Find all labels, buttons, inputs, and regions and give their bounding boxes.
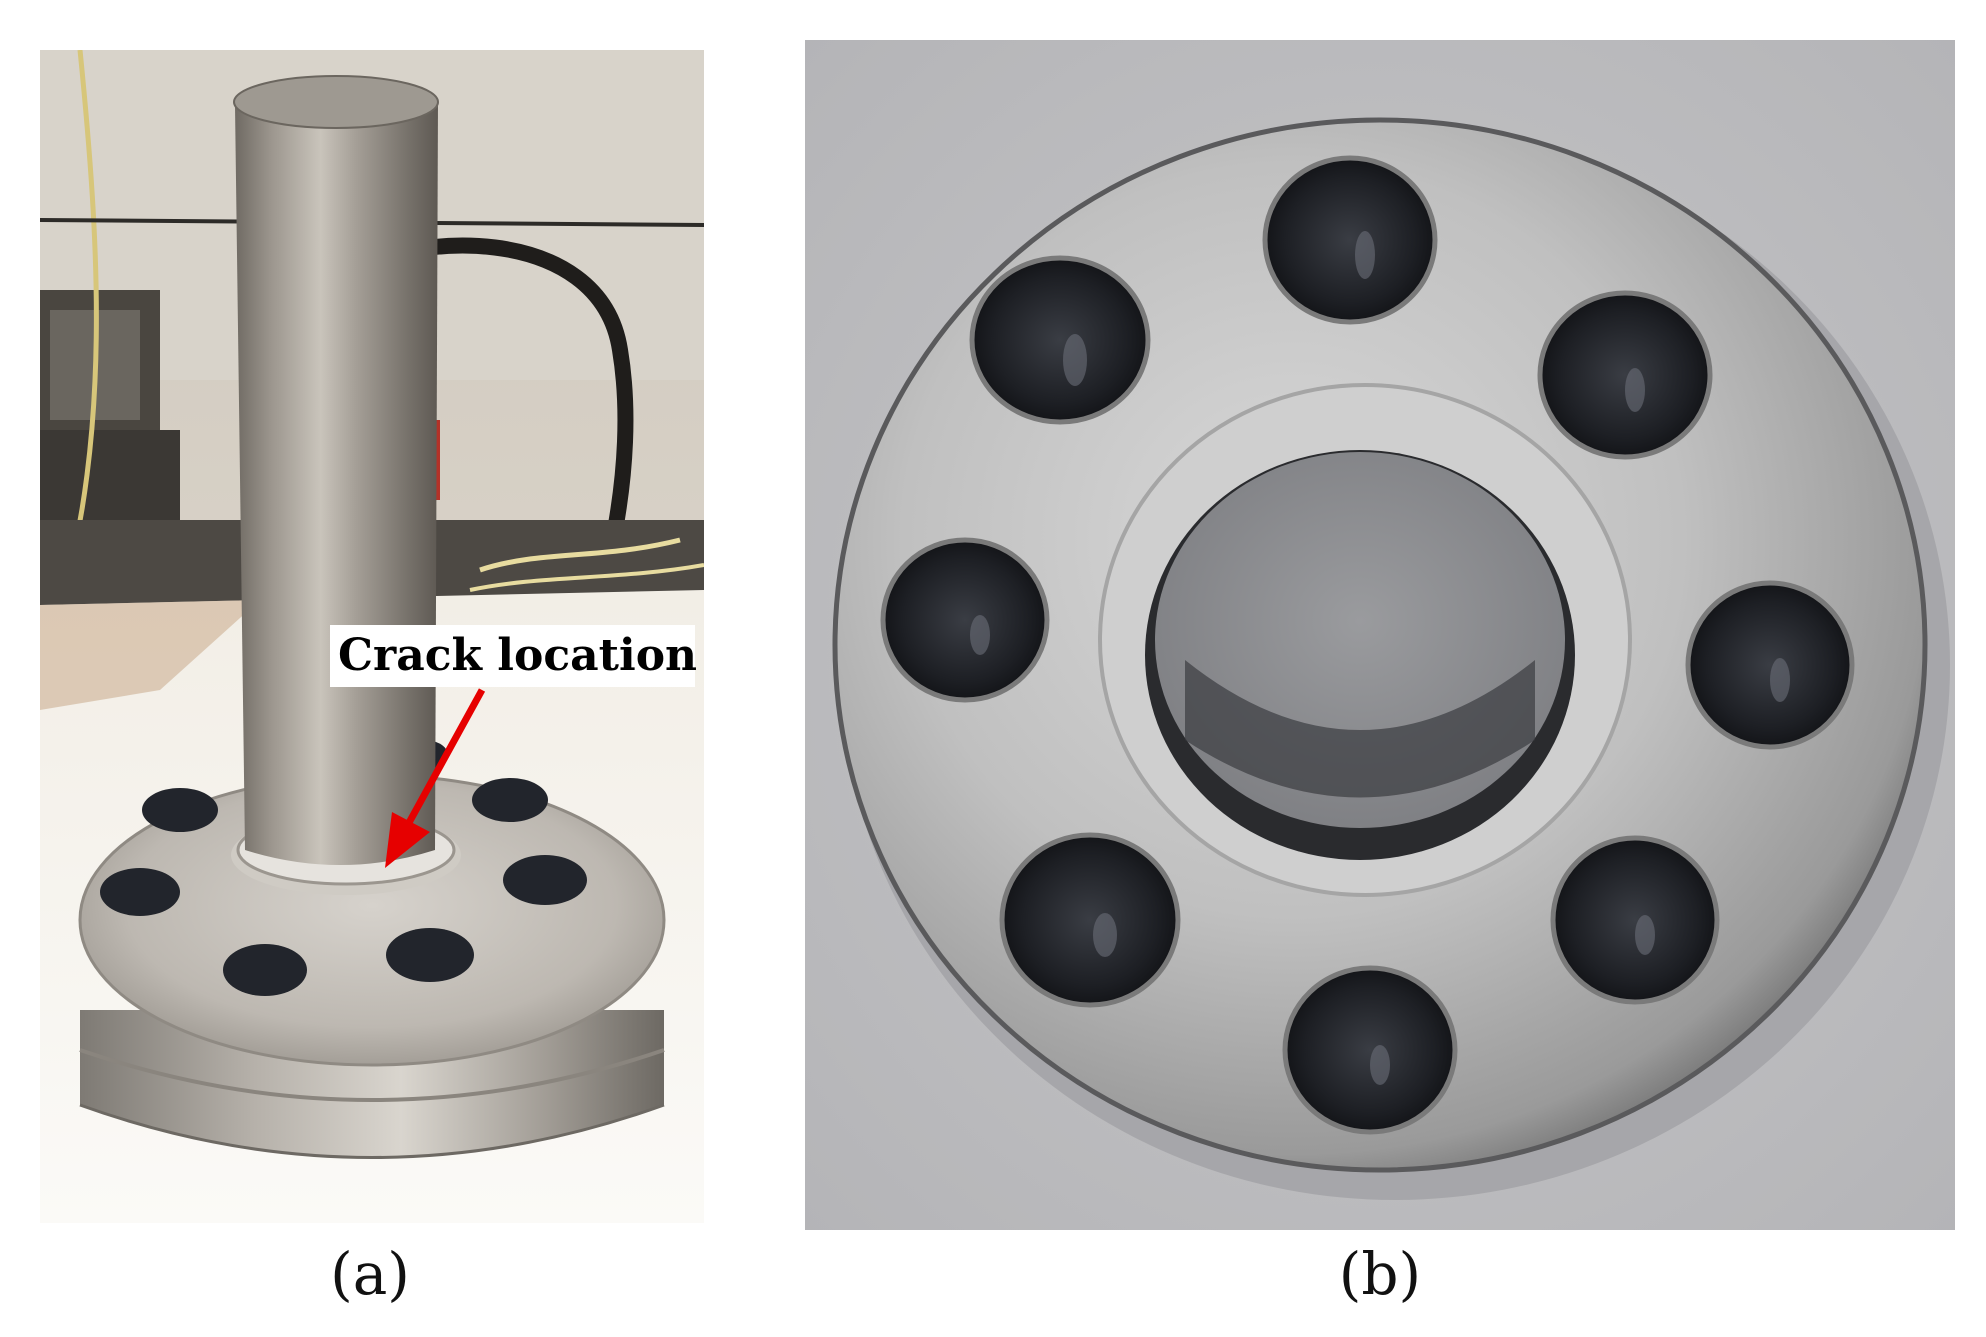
caption-a: (a) (330, 1240, 410, 1308)
photo-panel-b (805, 40, 1955, 1230)
photo-panel-a (40, 50, 704, 1223)
caption-b: (b) (1338, 1240, 1422, 1308)
annotation-background (330, 625, 695, 687)
photo-side-view (40, 50, 704, 1223)
crack-location-label: Crack location (338, 630, 698, 681)
photo-top-view (805, 40, 1955, 1230)
